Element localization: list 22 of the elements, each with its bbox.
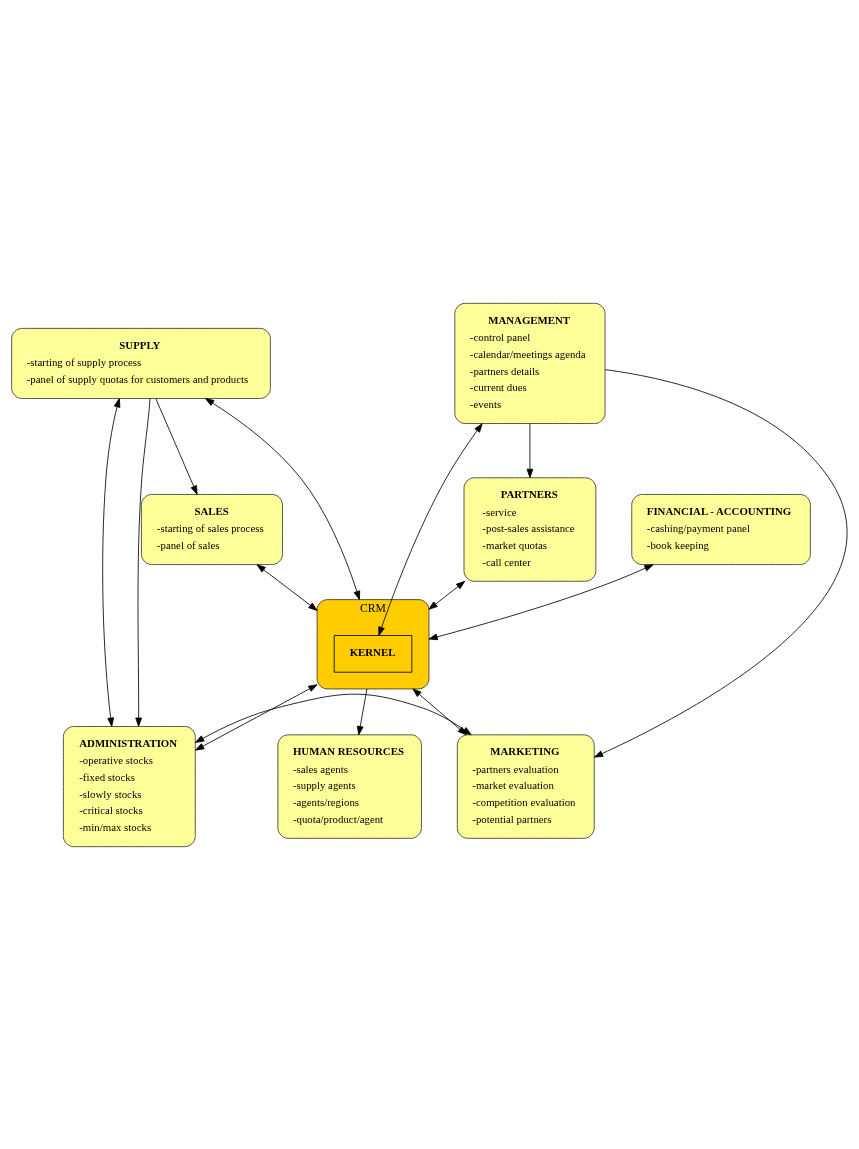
node-box: SUPPLY -starting of supply process -panel of supply quotas for customers and products (11, 327, 271, 399)
arrow (256, 563, 318, 611)
arrow (428, 563, 654, 640)
arrow (593, 368, 848, 758)
arrow (526, 422, 534, 478)
arrow (356, 688, 368, 735)
node-box: MARKETING -partners evaluation -market evaluation -competition evaluation -potential partners (456, 733, 595, 839)
arrow (428, 580, 466, 610)
node-box: SALES -starting of sales process -panel of sales (141, 493, 283, 565)
arrow (155, 397, 198, 495)
node-box: KERNEL (333, 634, 413, 673)
node-box: MANAGEMENT -control panel -calendar/meetings agenda -partners details -current dues -events (454, 302, 606, 424)
arrow (135, 397, 151, 727)
node-box: HUMAN RESOURCES -sales agents -supply agents -agents/regions -quota/product/agent (277, 733, 422, 839)
arrow (205, 397, 361, 600)
node-box: ADMINISTRATION -operative stocks -fixed stocks -slowly stocks -critical stocks -min/max stocks (63, 725, 196, 847)
arrow (378, 422, 483, 636)
node-box: PARTNERS -service -post-sales assistance -market quotas -call center (463, 476, 597, 582)
arrow (102, 397, 121, 727)
node-box: FINANCIAL - ACCOUNTING -cashing/payment panel -book keeping (631, 493, 811, 565)
arrow (195, 693, 472, 743)
arrow (195, 683, 318, 751)
